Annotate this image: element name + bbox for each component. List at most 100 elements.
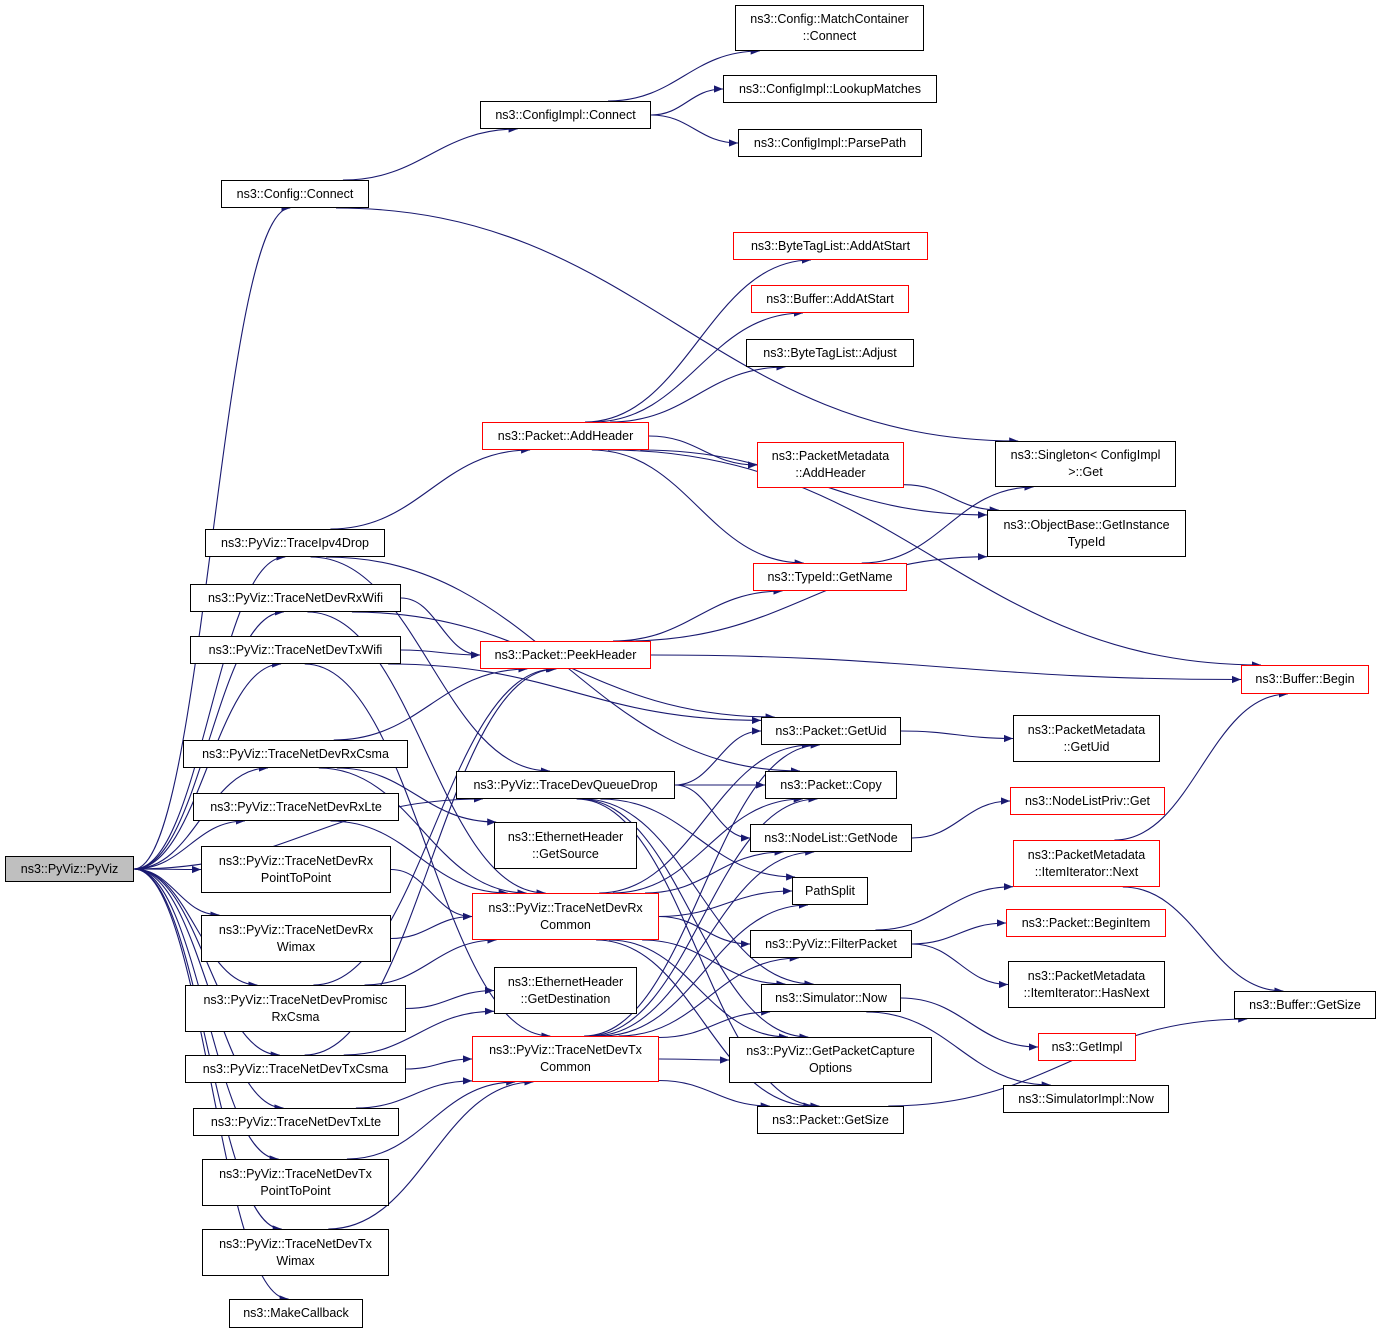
edge-promisc-to-rxcommon bbox=[364, 936, 497, 986]
edge-pyviz-to-promisc bbox=[133, 868, 258, 989]
node-pyviz-tracenetdevrxwifi[interactable]: ns3::PyViz::TraceNetDevRxWifi bbox=[190, 584, 401, 612]
node-packetmetadata-getuid[interactable]: ns3::PacketMetadata::GetUid bbox=[1013, 715, 1160, 762]
edge-packet_addheader-to-buffer_addatstart bbox=[592, 309, 804, 423]
node-packetmetadata-itemiterator-next[interactable]: ns3::PacketMetadata::ItemIterator::Next bbox=[1013, 840, 1160, 887]
edge-txcommon-to-nodelist_getnode bbox=[593, 848, 815, 1037]
node-pyviz-tracenetdevtxcsma[interactable]: ns3::PyViz::TraceNetDevTxCsma bbox=[185, 1055, 406, 1083]
edge-txp2p-to-txcommon bbox=[346, 1078, 516, 1160]
edge-tracedrop-to-packet_addheader bbox=[330, 446, 531, 530]
edge-rxcommon-to-filterpacket bbox=[658, 915, 751, 948]
edge-peekheader-to-objectbase bbox=[625, 553, 988, 642]
edge-txcommon-to-packet_getsize bbox=[658, 1079, 770, 1110]
node-bytetaglist-addatstart[interactable]: ns3::ByteTagList::AddAtStart bbox=[733, 232, 928, 260]
node-pyviz-tracedevqueuedrop[interactable]: ns3::PyViz::TraceDevQueueDrop bbox=[456, 771, 675, 799]
node-config-matchcontainer-connect[interactable]: ns3::Config::MatchContainer::Connect bbox=[735, 5, 924, 51]
edge-packet_addheader-to-pm_addheader bbox=[648, 435, 758, 469]
node-packet-getsize[interactable]: ns3::Packet::GetSize bbox=[757, 1106, 904, 1134]
edge-rxwifi-to-rxcommon bbox=[307, 611, 546, 897]
edge-pyviz-to-makecallback bbox=[133, 868, 289, 1303]
edge-pyviz-to-rxp2p bbox=[133, 865, 202, 874]
edge-pyviz-to-txcsma bbox=[133, 868, 280, 1059]
node-bytetaglist-adjust[interactable]: ns3::ByteTagList::Adjust bbox=[746, 339, 914, 367]
edge-txcommon-to-getpcapopts bbox=[658, 1056, 730, 1064]
edge-rxcommon-to-sim_now bbox=[642, 939, 786, 988]
edge-devqueuedrop-to-getpcapopts bbox=[578, 798, 809, 1041]
edge-packet_addheader-to-bytetag_addatstart bbox=[584, 256, 812, 423]
node-nodelistpriv-get[interactable]: ns3::NodeListPriv::Get bbox=[1010, 787, 1165, 815]
node-configimpl-parsepath[interactable]: ns3::ConfigImpl::ParsePath bbox=[738, 129, 922, 157]
edge-rxcommon-to-packet_getsize bbox=[596, 939, 813, 1110]
edge-txwifi-to-packet_getuid bbox=[388, 663, 762, 724]
node-simulator-now[interactable]: ns3::Simulator::Now bbox=[761, 984, 901, 1012]
edge-txwifi-to-txcommon bbox=[304, 663, 551, 1040]
edge-filterpacket-to-pm_iter_next bbox=[875, 883, 1014, 931]
edge-txcsma-to-peekheader bbox=[304, 665, 557, 1056]
edge-packet_addheader-to-typeid_getname bbox=[591, 449, 804, 567]
node-buffer-getsize[interactable]: ns3::Buffer::GetSize bbox=[1234, 991, 1376, 1019]
node-getimpl[interactable]: ns3::GetImpl bbox=[1038, 1033, 1136, 1061]
edge-txwimax-to-txcommon bbox=[328, 1078, 534, 1230]
edge-devqueuedrop-to-sim_now bbox=[582, 798, 814, 988]
edge-txcommon-to-packet_copy bbox=[587, 795, 818, 1037]
edge-filterpacket-to-pm_iter_hasnext bbox=[911, 943, 1009, 989]
node-buffer-addatstart[interactable]: ns3::Buffer::AddAtStart bbox=[751, 285, 909, 313]
edge-pm_iter_next-to-buffer_getsize bbox=[1122, 886, 1284, 995]
edge-promisc-to-peekheader bbox=[313, 665, 555, 986]
edge-devqueuedrop-to-pathsplit bbox=[600, 798, 796, 881]
node-pyviz-tracenetdevrxcsma[interactable]: ns3::PyViz::TraceNetDevRxCsma bbox=[183, 740, 408, 768]
node-packet-copy[interactable]: ns3::Packet::Copy bbox=[765, 771, 897, 799]
edge-rxcommon-to-packet_getuid bbox=[599, 741, 812, 894]
node-packet-peekheader[interactable]: ns3::Packet::PeekHeader bbox=[480, 641, 651, 669]
node-packetmetadata-itemiterator-hasnext[interactable]: ns3::PacketMetadata::ItemIterator::HasNe… bbox=[1008, 961, 1165, 1008]
node-packetmetadata-addheader[interactable]: ns3::PacketMetadata::AddHeader bbox=[757, 442, 904, 488]
node-nodelist-getnode[interactable]: ns3::NodeList::GetNode bbox=[750, 824, 912, 852]
edge-packet_getuid-to-pm_getuid bbox=[900, 730, 1014, 743]
edge-rxwifi-to-peekheader bbox=[400, 597, 481, 659]
edge-txcommon-to-pathsplit bbox=[601, 901, 809, 1037]
edge-pyviz-to-devqueuedrop bbox=[133, 795, 483, 870]
edge-filterpacket-to-packet_beginitem bbox=[911, 919, 1007, 945]
node-singleton-configimpl-get[interactable]: ns3::Singleton< ConfigImpl >::Get bbox=[995, 441, 1176, 487]
edge-peekheader-to-typeid_getname bbox=[612, 587, 783, 642]
edge-pm_iter_next-to-buffer_begin bbox=[1114, 690, 1288, 841]
node-config-connect[interactable]: ns3::Config::Connect bbox=[221, 180, 369, 208]
edge-rxlte-to-rxcommon bbox=[330, 820, 508, 897]
node-pathsplit[interactable]: PathSplit bbox=[792, 877, 868, 905]
edge-devqueuedrop-to-packet_getuid bbox=[674, 727, 762, 786]
edge-pyviz-to-rxlte bbox=[133, 817, 245, 870]
node-pyviz-tracenetdevrxlte[interactable]: ns3::PyViz::TraceNetDevRxLte bbox=[193, 793, 399, 821]
node-ethernetheader-getsource[interactable]: ns3::EthernetHeader::GetSource bbox=[494, 822, 637, 869]
node-ethernetheader-getdestination[interactable]: ns3::EthernetHeader::GetDestination bbox=[494, 967, 637, 1014]
node-configimpl-lookupmatches[interactable]: ns3::ConfigImpl::LookupMatches bbox=[723, 75, 937, 103]
node-pyviz-traceipv4drop[interactable]: ns3::PyViz::TraceIpv4Drop bbox=[205, 529, 385, 557]
node-packet-beginitem[interactable]: ns3::Packet::BeginItem bbox=[1006, 909, 1166, 937]
edge-configimpl_connect-to-parsepath bbox=[650, 114, 739, 147]
node-simulatorimpl-now[interactable]: ns3::SimulatorImpl::Now bbox=[1003, 1085, 1169, 1113]
node-buffer-begin[interactable]: ns3::Buffer::Begin bbox=[1241, 665, 1369, 694]
node-pyviz-pyviz: ns3::PyViz::PyViz bbox=[5, 856, 134, 882]
node-pyviz-tracenetdevtxlte[interactable]: ns3::PyViz::TraceNetDevTxLte bbox=[193, 1108, 399, 1136]
node-configimpl-connect[interactable]: ns3::ConfigImpl::Connect bbox=[480, 101, 651, 129]
node-makecallback[interactable]: ns3::MakeCallback bbox=[229, 1299, 363, 1328]
node-pyviz-filterpacket[interactable]: ns3::PyViz::FilterPacket bbox=[750, 930, 912, 958]
edge-rxcsma-to-eth_getsource bbox=[336, 767, 497, 826]
edge-tracedrop-to-devqueuedrop bbox=[310, 556, 550, 775]
edge-rxcommon-to-pathsplit bbox=[658, 887, 793, 918]
edge-nodelist_getnode-to-nodelistpriv_get bbox=[911, 797, 1011, 839]
node-packet-getuid[interactable]: ns3::Packet::GetUid bbox=[761, 717, 901, 745]
edge-rxcsma-to-rxcommon bbox=[318, 767, 527, 897]
node-pyviz-tracenetdevtxwifi[interactable]: ns3::PyViz::TraceNetDevTxWifi bbox=[190, 636, 401, 664]
node-typeid-getname[interactable]: ns3::TypeId::GetName bbox=[753, 563, 907, 591]
node-packet-addheader[interactable]: ns3::Packet::AddHeader bbox=[482, 422, 649, 450]
edge-config_connect-to-singleton_get bbox=[335, 207, 1019, 445]
